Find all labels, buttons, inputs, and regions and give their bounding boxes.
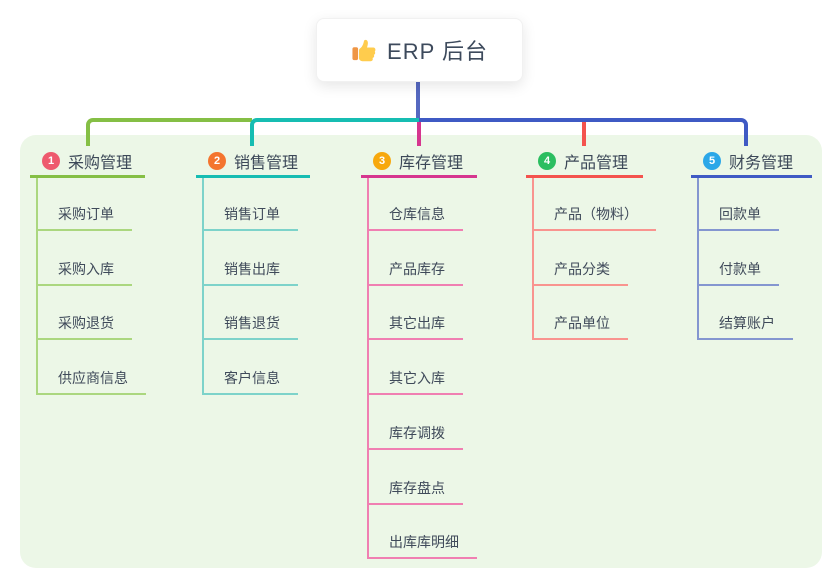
branch-4-spine-line [532, 178, 534, 340]
child-node[interactable]: 仓库信息 [367, 201, 463, 231]
child-node[interactable]: 采购退货 [36, 310, 132, 340]
child-node[interactable]: 结算账户 [697, 310, 793, 340]
branch-2-connector [250, 118, 419, 146]
child-label: 销售出库 [224, 261, 280, 277]
child-node[interactable]: 销售出库 [202, 256, 298, 286]
child-node[interactable]: 销售订单 [202, 201, 298, 231]
child-label: 回款单 [719, 206, 761, 222]
child-node[interactable]: 采购入库 [36, 256, 132, 286]
branch-label: 库存管理 [399, 154, 464, 172]
child-label: 库存调拨 [389, 425, 445, 441]
child-node[interactable]: 库存调拨 [367, 420, 463, 450]
child-node[interactable]: 采购订单 [36, 201, 132, 231]
branch-label: 采购管理 [68, 154, 133, 172]
child-label: 采购订单 [58, 206, 114, 222]
branch-badge-4: 4 [538, 151, 556, 170]
child-label: 销售订单 [224, 206, 280, 222]
branch-3-connector [417, 122, 421, 146]
child-node[interactable]: 其它出库 [367, 310, 463, 340]
branch-badge-1: 1 [42, 151, 60, 170]
root-node[interactable]: ERP 后台 [316, 18, 523, 82]
branch-node-4[interactable]: 4 产品管理 [526, 146, 643, 178]
child-label: 产品分类 [554, 261, 610, 277]
child-node[interactable]: 产品（物料） [532, 201, 656, 231]
child-label: 采购入库 [58, 261, 114, 277]
branch-badge-5: 5 [703, 151, 721, 170]
branch-node-3[interactable]: 3 库存管理 [361, 146, 477, 178]
child-node[interactable]: 库存盘点 [367, 475, 463, 505]
branch-badge-3: 3 [373, 151, 391, 170]
branch-5-spine-line [697, 178, 699, 340]
branch-1-connector [86, 118, 252, 146]
child-label: 库存盘点 [389, 480, 445, 496]
child-label: 产品（物料） [554, 206, 638, 222]
child-node[interactable]: 销售退货 [202, 310, 298, 340]
root-title: ERP 后台 [387, 39, 488, 64]
child-label: 客户信息 [224, 370, 280, 386]
child-label: 产品单位 [554, 315, 610, 331]
child-label: 出库库明细 [389, 534, 459, 550]
child-node[interactable]: 其它入库 [367, 365, 463, 395]
branch-1-spine-line [36, 178, 38, 395]
branch-3-spine-line [367, 178, 369, 559]
child-node[interactable]: 客户信息 [202, 365, 298, 395]
child-label: 产品库存 [389, 261, 445, 277]
child-label: 付款单 [719, 261, 761, 277]
thumbs-up-icon [351, 37, 377, 63]
child-node[interactable]: 供应商信息 [36, 365, 146, 395]
child-label: 仓库信息 [389, 206, 445, 222]
child-label: 供应商信息 [58, 370, 128, 386]
child-node[interactable]: 产品单位 [532, 310, 628, 340]
child-label: 采购退货 [58, 315, 114, 331]
child-label: 其它入库 [389, 370, 445, 386]
branch-5-connector [419, 118, 748, 146]
branch-label: 销售管理 [234, 154, 299, 172]
child-node[interactable]: 产品库存 [367, 256, 463, 286]
child-node[interactable]: 产品分类 [532, 256, 628, 286]
branch-label: 产品管理 [564, 154, 629, 172]
branch-node-1[interactable]: 1 采购管理 [30, 146, 145, 178]
branches-panel [20, 135, 822, 568]
branch-label: 财务管理 [729, 154, 794, 172]
branch-node-2[interactable]: 2 销售管理 [196, 146, 310, 178]
branch-2-spine-line [202, 178, 204, 395]
branch-badge-2: 2 [208, 151, 226, 170]
root-connector-line [416, 82, 420, 122]
child-node[interactable]: 出库库明细 [367, 529, 477, 559]
child-label: 其它出库 [389, 315, 445, 331]
child-node[interactable]: 回款单 [697, 201, 779, 231]
child-node[interactable]: 付款单 [697, 256, 779, 286]
child-label: 结算账户 [719, 315, 775, 331]
branch-node-5[interactable]: 5 财务管理 [691, 146, 812, 178]
branch-4-connector [582, 122, 586, 146]
child-label: 销售退货 [224, 315, 280, 331]
